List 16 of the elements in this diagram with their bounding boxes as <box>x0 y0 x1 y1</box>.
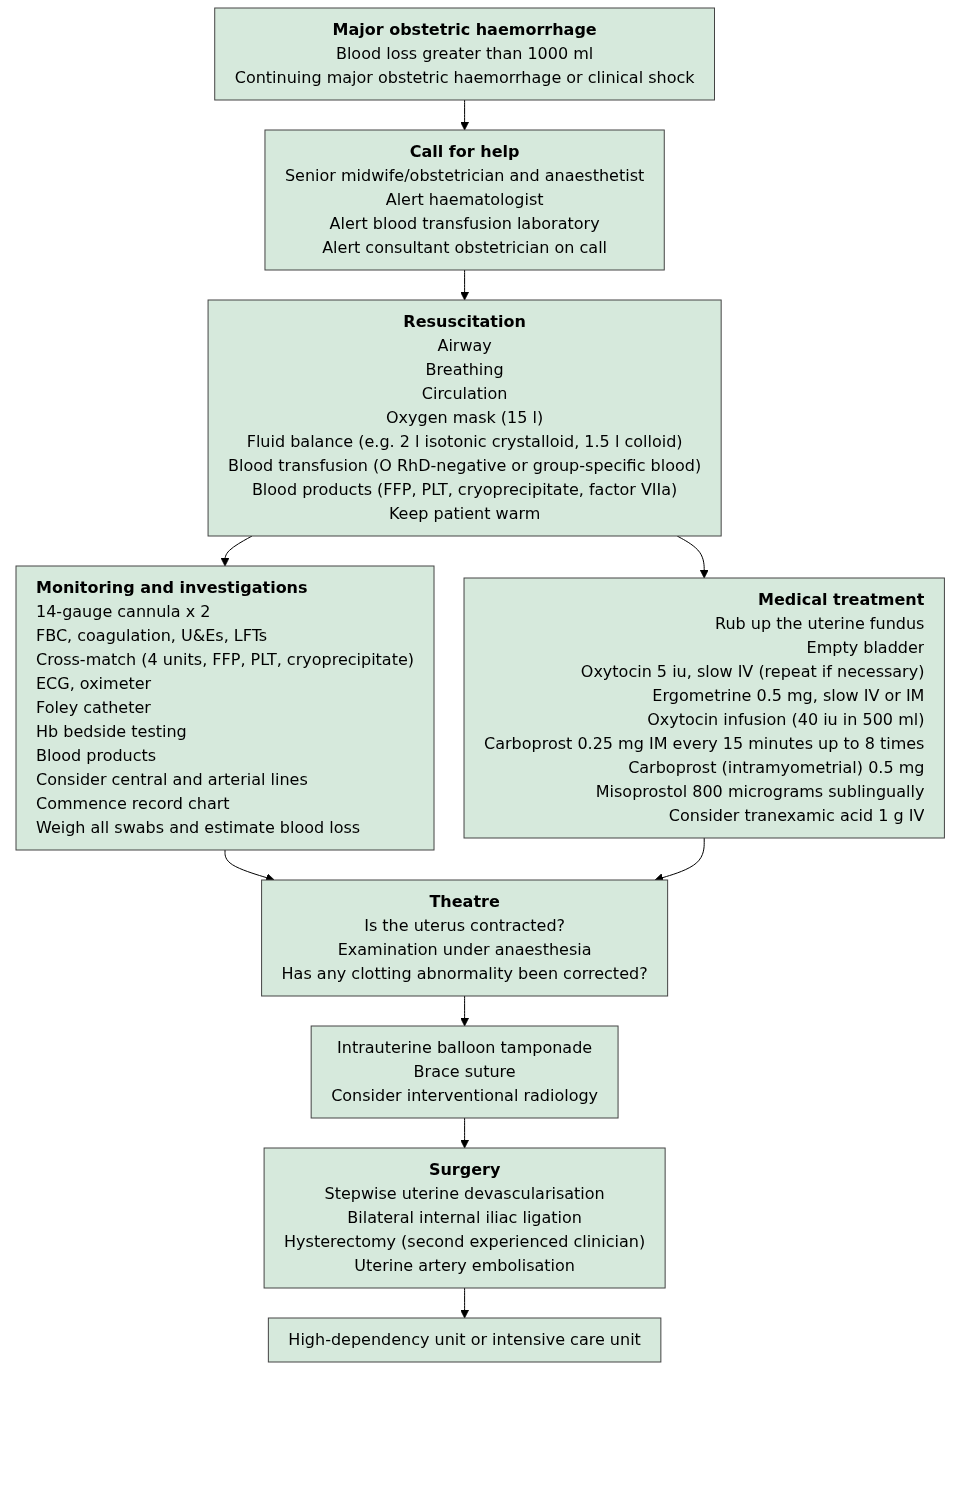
node-box: Resuscitation Airway Breathing Circulation Oxygen mask (15 l) Fluid balance (e.g. 2 l isotonic crystalloid, 1.5 l colloid) Blood transfusion (O RhD-negative or group-specific blood) Blood products (FFP, PLT, cryoprecipitate, factor VIIa) Keep patient warm <box>207 299 722 537</box>
node-box: High-dependency unit or intensive care unit <box>267 1317 662 1363</box>
node-box: Surgery Stepwise uterine devascularisation Bilateral internal iliac ligation Hysterectomy (second experienced clinician) Uterine artery embolisation <box>263 1147 666 1289</box>
arrow <box>654 837 705 882</box>
node-box: Medical treatment Rub up the uterine fundus Empty bladder Oxytocin 5 iu, slow IV (repeat if necessary) Ergometrine 0.5 mg, slow IV or IM Oxytocin infusion (40 iu in 500 ml) Carboprost 0.25 mg IM every 15 minutes up to 8 times Carboprost (intramyometrial) 0.5 mg Misoprostol 800 micrograms sublingually Consider tranexamic acid 1 g IV <box>463 577 945 839</box>
arrow <box>460 269 469 301</box>
node-box: Major obstetric haemorrhage Blood loss greater than 1000 ml Continuing major obstetric haemorrhage or clinical shock <box>214 7 715 101</box>
node-box: Monitoring and investigations 14-gauge cannula x 2 FBC, coagulation, U&Es, LFTs Cross-match (4 units, FFP, PLT, cryoprecipitate) ECG, oximeter Foley catheter Hb bedside testing Blood products Consider central and arterial lines Commence record chart Weigh all swabs and estimate blood loss <box>15 565 435 851</box>
arrow <box>460 1117 469 1149</box>
node-box: Intrauterine balloon tamponade Brace suture Consider interventional radiology <box>310 1025 619 1119</box>
arrow <box>224 849 275 882</box>
node-box: Theatre Is the uterus contracted? Examination under anaesthesia Has any clotting abnormality been corrected? <box>260 879 668 997</box>
node-box: Call for help Senior midwife/obstetrician and anaesthetist Alert haematologist Alert blood transfusion laboratory Alert consultant obstetrician on call <box>264 129 665 271</box>
arrow <box>460 995 469 1027</box>
arrow <box>460 99 469 131</box>
arrow <box>460 1287 469 1319</box>
